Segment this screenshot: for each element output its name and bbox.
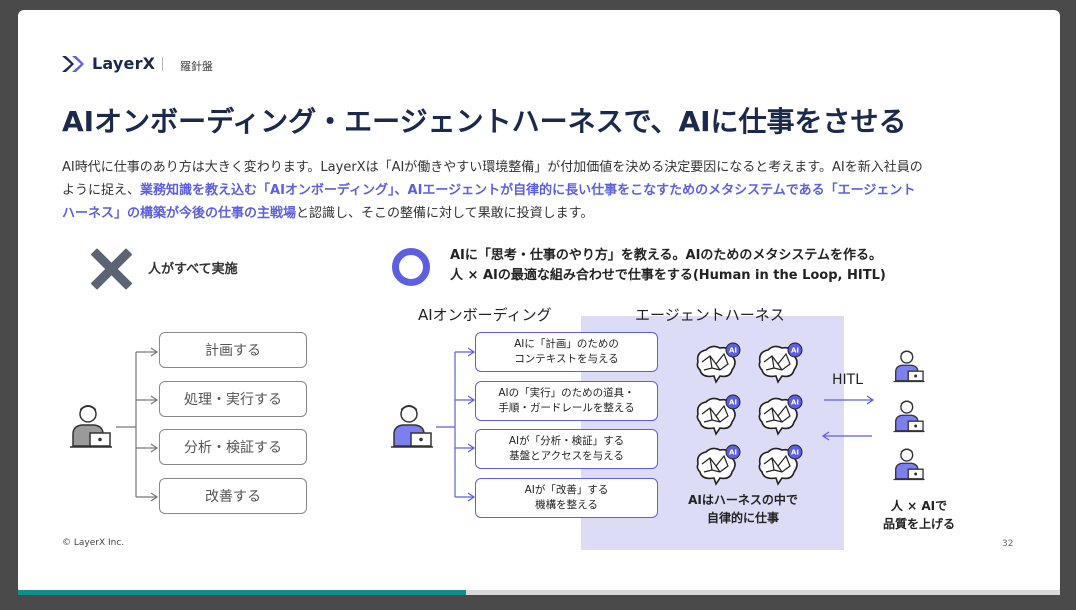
onboarding-improve-line2: 機構を整える <box>535 499 598 511</box>
slide-progress-bar <box>18 590 1060 595</box>
person-working-icon <box>391 405 433 448</box>
brain-icon: AI <box>758 394 803 436</box>
brand-name: LayerX <box>92 54 156 73</box>
brain-icon: AI <box>696 394 741 436</box>
lead-highlight-1: 業務知識を教え込む「AIオンボーディング」、AIエージェントが自律的に長い仕事を… <box>140 183 916 198</box>
right-caption-line2: 人 × AIの最適な組み合わせで仕事をする(Human in the Loop,… <box>450 268 886 283</box>
task-plan-box: 計画する <box>159 332 307 368</box>
brain-icon: AI <box>696 342 741 384</box>
left-caption: 人がすべて実施 <box>148 262 238 277</box>
ai-badge-text: AI <box>791 347 799 355</box>
brain-icon: AI <box>696 444 741 486</box>
onboarding-execute-line2: 手順・ガードレールを整える <box>498 402 635 414</box>
brain-icon: AI <box>758 342 803 384</box>
circle-icon <box>392 248 430 286</box>
task-improve-box: 改善する <box>159 478 307 514</box>
logo-divider <box>162 57 163 71</box>
ai-brain-icon: AI <box>694 444 744 486</box>
lead-highlight-2: ハーネス」の構築が今後の仕事の主戦場 <box>62 206 297 221</box>
onboarding-analyze-line1: AIが「分析・検証」する <box>508 435 625 447</box>
onboarding-improve-line1: AIが「改善」する <box>524 484 609 496</box>
human-caption-line1: 人 × AIで <box>890 499 948 513</box>
ai-badge-text: AI <box>791 449 799 457</box>
arrow-left-head <box>821 431 830 441</box>
human-caption: 人 × AIで 品質を上げる <box>869 497 969 533</box>
harness-caption-line2: 自律的に仕事 <box>706 511 779 525</box>
lead-text-3: と認識し、そこの整備に対して果敢に投資します。 <box>296 206 594 221</box>
ai-brain-icon: AI <box>694 342 744 384</box>
ai-brain-icon: AI <box>756 342 806 384</box>
person-working-icon <box>893 400 925 433</box>
task-execute-box: 処理・実行する <box>159 381 307 417</box>
onboarding-execute-line1: AIの「実行」のための道具・ <box>498 387 635 399</box>
ai-brain-icon: AI <box>756 394 806 436</box>
right-caption: AIに「思考・仕事のやり方」を教える。AIのためのメタシステムを作る。 人 × … <box>450 246 886 286</box>
right-caption-line1: AIに「思考・仕事のやり方」を教える。AIのためのメタシステムを作る。 <box>450 248 883 263</box>
layerx-logo-icon <box>62 56 84 72</box>
hitl-label: HITL <box>832 372 864 388</box>
brain-icon: AI <box>758 444 803 486</box>
person-working-icon <box>893 448 925 481</box>
person-working-icon <box>70 405 112 448</box>
brand-subtitle: 羅針盤 <box>180 60 213 73</box>
ai-badge-text: AI <box>729 399 737 407</box>
harness-caption: AIはハーネスの中で 自律的に仕事 <box>683 491 803 527</box>
ai-badge-text: AI <box>791 399 799 407</box>
slide: LayerX 羅針盤 AIオンボーディング・エージェントハーネスで、AIに仕事を… <box>18 10 1060 594</box>
onboarding-plan-box: AIに「計画」のための コンテキストを与える <box>475 332 658 372</box>
onboarding-label: AIオンボーディング <box>418 306 552 324</box>
onboarding-analyze-box: AIが「分析・検証」する 基盤とアクセスを与える <box>475 429 658 469</box>
onboarding-plan-line1: AIに「計画」のための <box>514 338 619 350</box>
page-title: AIオンボーディング・エージェントハーネスで、AIに仕事をさせる <box>62 105 907 138</box>
slide-progress-fill <box>18 590 467 595</box>
onboarding-plan-line2: コンテキストを与える <box>514 353 619 365</box>
connector-lines <box>116 347 476 502</box>
ai-brain-icon: AI <box>694 394 744 436</box>
copyright: © LayerX Inc. <box>62 538 125 548</box>
harness-caption-line1: AIはハーネスの中で <box>688 493 798 507</box>
hitl-arrows <box>821 395 875 441</box>
page-number: 32 <box>1002 539 1014 549</box>
onboarding-improve-box: AIが「改善」する 機構を整える <box>475 478 658 518</box>
ai-brain-icon: AI <box>756 444 806 486</box>
lead-text-2: ように捉え、 <box>62 183 141 198</box>
arrow-right-head <box>866 395 875 405</box>
ai-badge-text: AI <box>729 449 737 457</box>
lead-paragraph: AI時代に仕事のあり方は大きく変わります。LayerXは「AIが働きやすい環境整… <box>62 156 1022 225</box>
onboarding-execute-box: AIの「実行」のための道具・ 手順・ガードレールを整える <box>475 381 658 421</box>
ai-badge-text: AI <box>729 347 737 355</box>
human-caption-line2: 品質を上げる <box>882 517 955 531</box>
lead-text-1: AI時代に仕事のあり方は大きく変わります。LayerXは「AIが働きやすい環境整… <box>62 160 923 175</box>
task-analyze-box: 分析・検証する <box>159 429 307 465</box>
onboarding-analyze-line2: 基盤とアクセスを与える <box>509 450 624 462</box>
person-working-icon <box>893 350 925 383</box>
harness-label: エージェントハーネス <box>635 306 785 324</box>
